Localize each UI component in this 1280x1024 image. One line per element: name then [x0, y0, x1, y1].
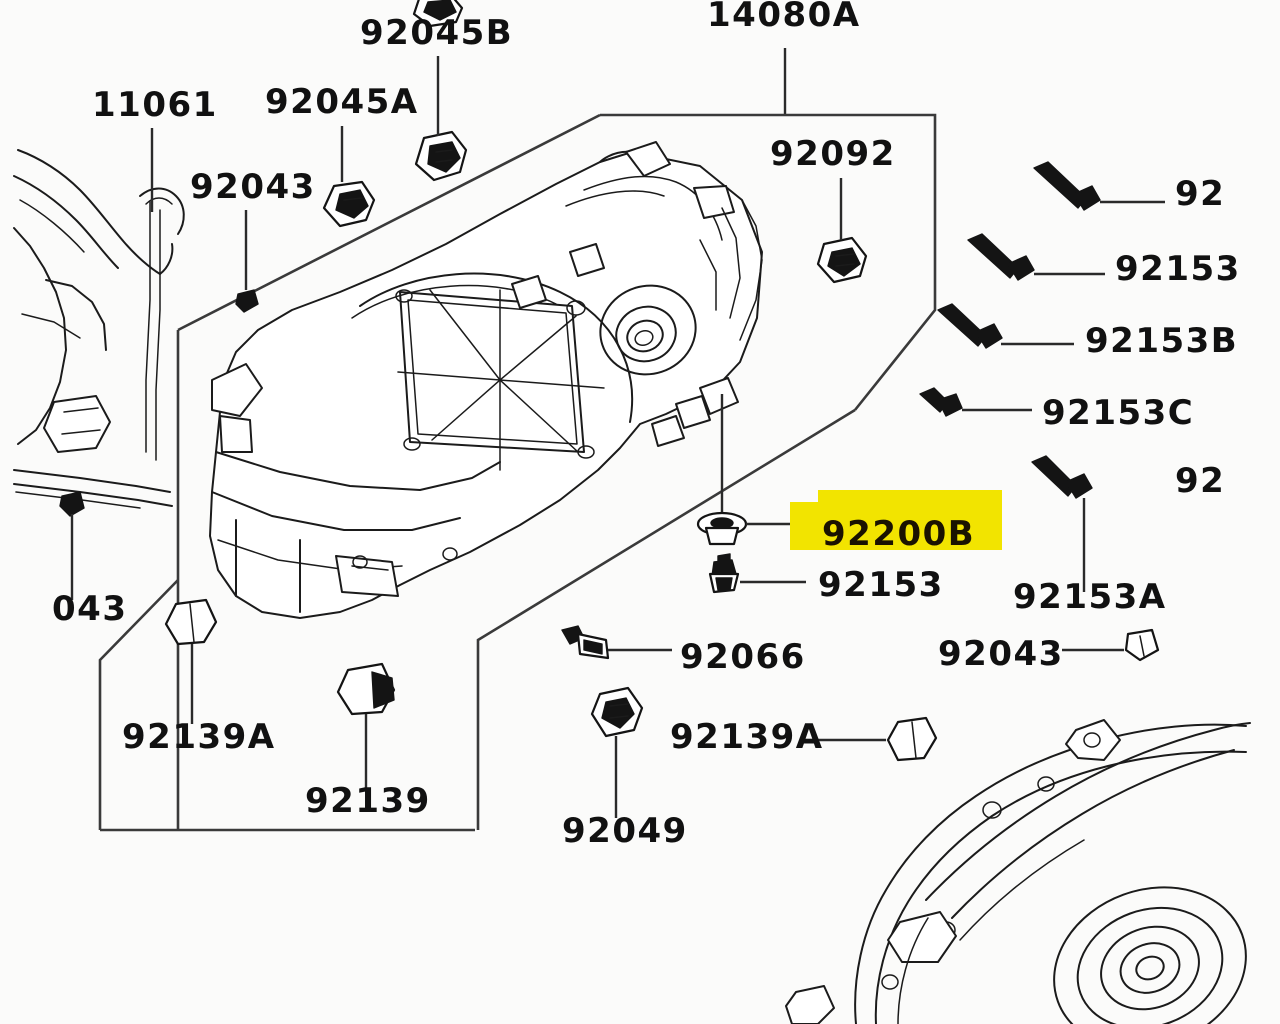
bolt-92-r1	[1033, 161, 1101, 211]
label-92139: 92139	[305, 781, 431, 821]
label-043: 043	[52, 589, 127, 629]
label-92153a: 92153A	[1013, 577, 1167, 617]
pin-92043-left	[59, 491, 85, 517]
left-engine-cover	[13, 149, 185, 509]
label-92-right-2: 92	[1175, 461, 1225, 501]
pin-92043-bottom	[1124, 628, 1160, 662]
label-92139a-left: 92139A	[122, 717, 276, 757]
bolt-92153c	[919, 387, 963, 417]
label-92153: 92153	[818, 565, 944, 605]
bearing-92045b	[412, 0, 464, 28]
label-92049: 92049	[562, 811, 688, 851]
bracket-14080a	[98, 48, 937, 832]
washer-92200b	[696, 511, 748, 546]
pin-92043-top	[235, 289, 259, 313]
label-92045a: 92045A	[265, 82, 419, 122]
right-engine-cover	[785, 719, 1251, 1024]
grommet-92092	[816, 236, 868, 284]
bolt-92153b	[937, 303, 1003, 349]
crankcase-body	[209, 141, 763, 619]
bolt-92153-r2	[967, 233, 1035, 281]
part-number-labels: 92045B 14080A 11061 92045A 92092 92043 9…	[52, 0, 1241, 851]
leader-lines	[70, 56, 1165, 818]
collar-92139a-right	[886, 716, 938, 762]
label-92200b: 92200B	[822, 514, 975, 554]
label-11061: 11061	[92, 85, 218, 125]
label-92153b: 92153B	[1085, 321, 1238, 361]
collar-92139	[336, 662, 396, 716]
label-92092: 92092	[770, 134, 896, 174]
label-92153-right: 92153	[1115, 249, 1241, 289]
label-92043-top: 92043	[190, 167, 316, 207]
bolt-92153-center	[708, 553, 740, 594]
oilseal-92049	[590, 686, 644, 738]
label-14080a: 14080A	[707, 0, 861, 35]
label-92139a-right: 92139A	[670, 717, 824, 757]
bolt-92153a	[1031, 455, 1093, 499]
collar-92139a-left	[164, 598, 218, 646]
label-92153c: 92153C	[1042, 393, 1194, 433]
oring-92045a	[322, 180, 376, 228]
label-92045b: 92045B	[360, 13, 513, 53]
plug-92066	[561, 625, 610, 660]
label-92066: 92066	[680, 637, 806, 677]
highlight-box-92200b	[790, 490, 1002, 550]
label-92043-bottom: 92043	[938, 634, 1064, 674]
bearing-92045b-2	[414, 130, 468, 182]
label-92-right-1: 92	[1175, 174, 1225, 214]
